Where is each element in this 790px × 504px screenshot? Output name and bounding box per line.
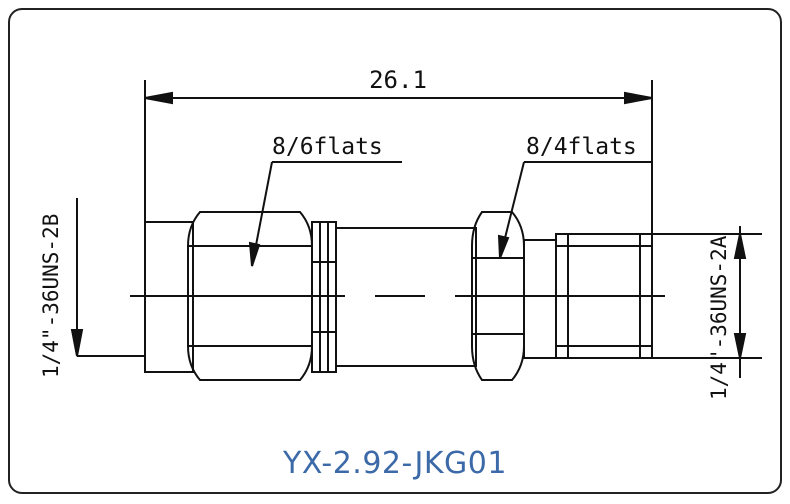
left-hex-nut [187, 211, 313, 381]
right-step [523, 239, 557, 359]
dim-arrow-left [144, 91, 173, 105]
right-thread-arrow-bottom [733, 333, 747, 359]
model-number: YX-2.92-JKG01 [283, 446, 507, 481]
left-hex-note: 8/6flats [272, 134, 383, 160]
left-hex-leader-arrow [248, 241, 261, 267]
right-thread-label: 1/4"-36UNS-2A [707, 235, 731, 400]
right-hex-nut [471, 211, 525, 381]
right-thread-arrow-top [733, 233, 747, 259]
dim-arrow-right [624, 91, 653, 105]
left-thread-label: 1/4"-36UNS-2B [39, 214, 63, 378]
left-thread-arrow [70, 329, 84, 357]
mid-body [335, 227, 477, 367]
right-hex-note: 8/4flats [526, 134, 637, 160]
left-body [144, 221, 194, 373]
right-thread-outer [555, 233, 653, 359]
overall-length-label: 26.1 [369, 66, 427, 94]
right-hex-leader-arrow [497, 234, 510, 259]
